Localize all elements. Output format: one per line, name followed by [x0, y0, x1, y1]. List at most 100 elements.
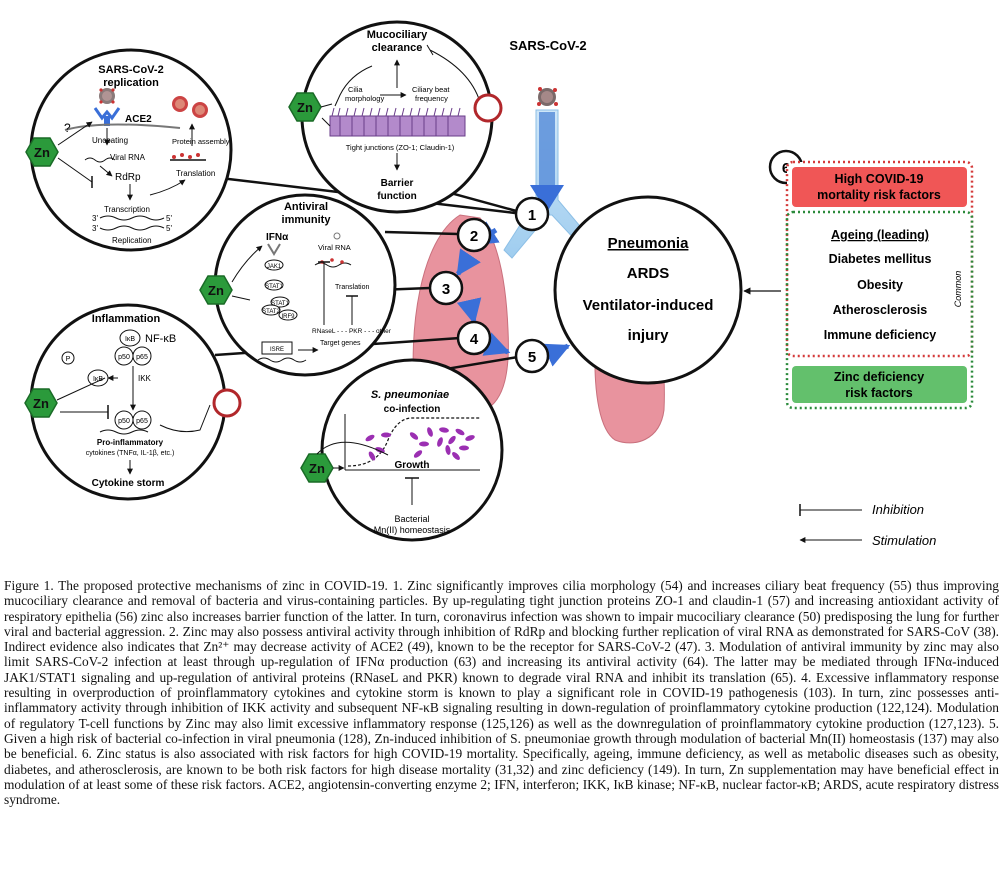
step-4: 4 — [456, 320, 492, 356]
bacterial-label-2: Mn(II) homeostasis — [374, 525, 451, 535]
cilia-label-2: morphology — [345, 94, 384, 103]
bacteria-cluster — [365, 427, 475, 461]
panel-antiviral: Antiviral immunity IFNα JAK1 STAT1 STAT1… — [213, 193, 397, 377]
p65-label-1: p65 — [136, 354, 148, 361]
zinc-connectors — [56, 103, 389, 471]
five-prime-label: 5' — [166, 214, 172, 223]
pneumoniae-title-2: co-infection — [384, 404, 441, 415]
step-1-label: 1 — [528, 207, 536, 224]
pro-label-2: cytokines (TNFα, IL-1β, etc.) — [86, 450, 175, 457]
virus-icon — [99, 88, 115, 104]
ikb-label-2: IκB — [93, 376, 103, 383]
zn-hexagon-mucociliary: Zn — [288, 92, 322, 122]
panel-inflammation: Inflammation IκB NF-κB p50 p65 P IκB IKK… — [29, 303, 227, 501]
step-1: 1 — [514, 196, 550, 232]
zn-hexagon-replication: Zn — [25, 137, 59, 167]
zn-label: Zn — [33, 396, 49, 411]
protein-assembly-label: Protein assembly — [172, 137, 230, 146]
mucociliary-title: Mucociliary — [367, 29, 428, 41]
high-risk-title: High COVID-19 — [835, 172, 924, 186]
zn-hexagon-inflammation: Zn — [24, 388, 58, 418]
replication-step-label: Replication — [112, 236, 152, 245]
ikk-label: IKK — [138, 374, 152, 383]
risk-ageing: Ageing (leading) — [831, 228, 929, 242]
bacterial-label: Bacterial — [394, 514, 429, 524]
virus-label: SARS-CoV-2 — [509, 38, 586, 53]
step-3-label: 3 — [442, 281, 450, 298]
beat-label-2: frequency — [415, 94, 448, 103]
figure-caption: Figure 1. The proposed protective mechan… — [4, 578, 999, 807]
question-mark: ? — [64, 121, 71, 135]
isre-label: ISRE — [270, 347, 284, 353]
transcription-label: Transcription — [104, 205, 150, 214]
translation-label: Translation — [176, 169, 215, 178]
pneumoniae-title: S. pneumoniae — [371, 389, 449, 401]
barrier-label-2: function — [377, 191, 416, 202]
zinc-risk-title-2: risk factors — [845, 386, 912, 400]
av-translation-label: Translation — [335, 284, 369, 291]
beat-label: Ciliary beat — [412, 85, 450, 94]
uncoating-label: Uncoating — [92, 136, 128, 145]
common-label: Common — [953, 271, 963, 308]
ikb-label-1: IκB — [125, 336, 135, 343]
inflammation-title: Inflammation — [92, 313, 161, 325]
step-6-label: 6 — [782, 160, 790, 177]
zn-hexagon-antiviral: Zn — [199, 275, 233, 305]
zn-label: Zn — [34, 145, 50, 160]
av-viral-rna-label: Viral RNA — [318, 243, 351, 252]
panel-replication: SARS-CoV-2 replication ACE2 Uncoating Vi… — [29, 48, 233, 252]
step-markers: 1 2 3 4 5 6 — [428, 149, 804, 374]
p65-label-2: p65 — [136, 418, 148, 425]
antiviral-title-2: immunity — [282, 214, 332, 226]
inhibition-rings — [212, 93, 503, 418]
zn-label: Zn — [208, 283, 224, 298]
replication-title-2: replication — [103, 77, 159, 89]
step-3: 3 — [428, 270, 464, 306]
rdrp-label: RdRp — [115, 172, 141, 183]
high-risk-title-2: mortality risk factors — [817, 188, 941, 202]
ards-label: ARDS — [627, 265, 670, 282]
jak1-label: JAK1 — [267, 264, 282, 270]
storm-label: Cytokine storm — [92, 478, 165, 489]
ace2-label: ACE2 — [125, 114, 152, 125]
zn-label: Zn — [297, 100, 313, 115]
p50-label-1: p50 — [118, 354, 130, 361]
three-prime-label: 3' — [92, 214, 98, 223]
nfkb-label: NF-κB — [145, 333, 176, 345]
cilia-label: Cilia — [348, 85, 363, 94]
zn-hexagon-pneumoniae: Zn — [300, 453, 334, 483]
replication-title: SARS-CoV-2 — [98, 64, 163, 76]
ifn-label: IFNα — [266, 232, 289, 243]
pneumonia-label: Pneumonia — [608, 235, 690, 252]
risk-obesity: Obesity — [857, 278, 903, 292]
five-prime-label-2: 5' — [166, 224, 172, 233]
step-4-label: 4 — [470, 331, 479, 348]
injury-label: injury — [628, 327, 669, 344]
risk-immune: Immune deficiency — [824, 328, 937, 342]
risk-diabetes: Diabetes mellitus — [829, 252, 932, 266]
virus-icon — [537, 87, 558, 106]
diagram-canvas: SARS-CoV-2 SARS-CoV-2 replication ACE2 U… — [24, 20, 974, 548]
p-label: P — [66, 356, 71, 363]
step-5-label: 5 — [528, 349, 536, 366]
risk-factors-box: High COVID-19 mortality risk factors Age… — [785, 160, 974, 410]
antiviral-title: Antiviral — [284, 201, 328, 213]
step-2: 2 — [456, 217, 492, 253]
viral-rna-label: Viral RNA — [110, 153, 146, 162]
legend-stimulation: Stimulation — [872, 533, 936, 548]
legend-inhibition: Inhibition — [872, 502, 924, 517]
mucociliary-title-2: clearance — [372, 42, 423, 54]
p50-label-2: p50 — [118, 418, 130, 425]
tight-junction-label: Tight junctions (ZO-1; Claudin-1) — [346, 143, 455, 152]
panel-pneumoniae: S. pneumoniae co-infection Growth Bacter… — [320, 358, 504, 542]
zinc-hexagons: Zn Zn Zn Zn Zn — [24, 92, 334, 483]
zinc-risk-title: Zinc deficiency — [834, 370, 924, 384]
zn-label: Zn — [309, 461, 325, 476]
caption-text: Figure 1. The proposed protective mechan… — [4, 578, 999, 808]
panel-outcome: Pneumonia ARDS Ventilator-induced injury — [553, 195, 743, 385]
pro-label: Pro-inflammatory — [97, 438, 164, 447]
stat1-label: STAT1 — [265, 284, 283, 290]
irf9-label: IRF9 — [281, 314, 295, 320]
stat1b-label: STAT1 — [271, 301, 289, 307]
